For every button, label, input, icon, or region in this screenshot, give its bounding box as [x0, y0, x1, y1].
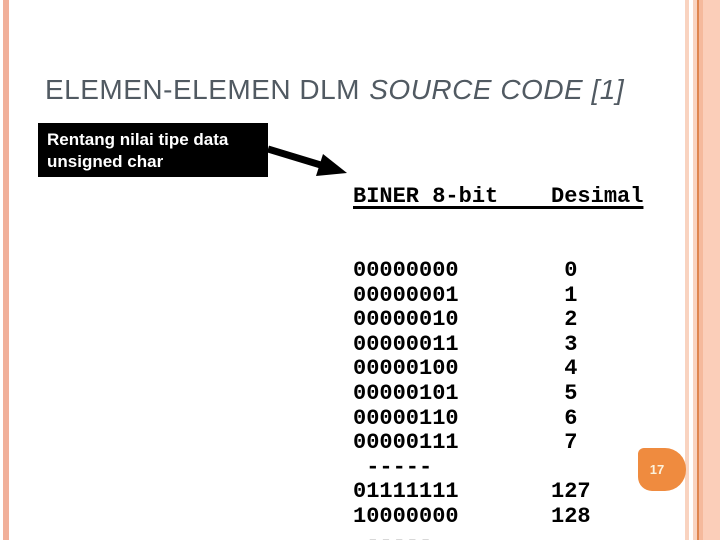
page-number-badge: 17: [638, 448, 686, 491]
table-row: 00000111 7: [353, 431, 643, 456]
decimal-value: 7: [564, 430, 578, 456]
binary-value: 00000000: [353, 257, 459, 283]
table-row: -----: [353, 454, 643, 481]
binary-value: 00000101: [353, 380, 459, 406]
table-row: 00000011 3: [353, 331, 643, 358]
right-border-stripe: [697, 0, 699, 540]
decimal-value: 2: [564, 307, 578, 333]
right-border-stripe: [693, 0, 697, 540]
table-row: -----: [353, 529, 643, 540]
binary-value: 00000111: [353, 430, 459, 456]
table-row: 00000001 1: [353, 282, 643, 309]
callout-line2: unsigned char: [47, 152, 164, 171]
decimal-value: 5: [564, 380, 578, 406]
decimal-value: 0: [564, 257, 578, 283]
slide-title: ELEMEN-ELEMEN DLM SOURCE CODE [1]: [45, 74, 624, 106]
slide-title-regular: ELEMEN-ELEMEN DLM: [45, 74, 361, 105]
binary-value: 01111111: [353, 479, 459, 505]
binary-value: -----: [353, 529, 551, 540]
arrow-icon: [266, 145, 347, 176]
binary-value: -----: [353, 454, 433, 480]
table-row: 00000101 5: [353, 380, 643, 407]
table-row: 00000010 2: [353, 308, 643, 333]
table-row: 01111111 127: [353, 480, 643, 505]
binary-value: 00000110: [353, 405, 459, 431]
decimal-value: 4: [564, 356, 578, 382]
binary-value: 00000001: [353, 282, 459, 308]
right-border-stripe: [703, 0, 720, 540]
decimal-value: 1: [564, 282, 578, 308]
right-border-stripe: [685, 0, 689, 540]
binary-value: 10000000: [353, 503, 459, 529]
left-border-stripe: [3, 0, 9, 540]
binary-value: 00000100: [353, 356, 459, 382]
decimal-value: 3: [564, 331, 578, 357]
slide-title-emphasis: SOURCE CODE [1]: [369, 74, 625, 105]
table-row: 00000110 6: [353, 405, 643, 432]
table-row: 00000100 4: [353, 357, 643, 382]
decimal-value: 6: [564, 405, 578, 431]
binary-value: 00000010: [353, 307, 459, 333]
callout-line1: Rentang nilai tipe data: [47, 130, 229, 149]
decimal-value: 127: [551, 479, 591, 505]
binary-value: 00000011: [353, 331, 459, 357]
page-number: 17: [649, 462, 665, 477]
decimal-value: 128: [551, 503, 591, 529]
table-row: 10000000 128: [353, 503, 643, 530]
table-header: BINER 8-bit Desimal: [353, 184, 644, 210]
right-border-stripe: [699, 0, 703, 540]
callout-box: Rentang nilai tipe data unsigned char: [38, 123, 268, 177]
